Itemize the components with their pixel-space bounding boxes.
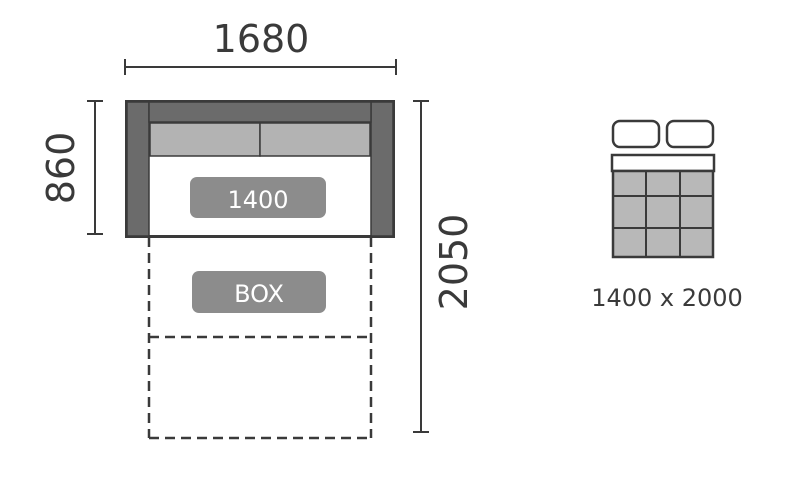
sofa-back-cushion-left [149,122,261,157]
box-label: BOX [234,280,284,308]
bed-icon-pillow-right [665,119,715,149]
bed-icon-mattress [611,169,715,259]
sofa-left-armrest [126,101,150,237]
depth-dimension: 860 [39,100,103,235]
length-dimension: 2050 [413,100,476,433]
mattress-label-badge [190,177,326,218]
depth-dimension-label: 860 [39,132,83,205]
sofa-right-armrest [370,101,394,237]
bed-icon [610,119,716,259]
mattress-label: 1400 [227,186,288,214]
sofa-back-cushion-right [259,122,371,157]
bed-size-caption: 1400 x 2000 [591,284,743,312]
sofa-top-view: 1400 [125,100,395,238]
bed-icon-headband [610,153,716,173]
length-dimension-label: 2050 [432,214,476,311]
box-label-badge [192,271,326,313]
extended-bed-outline: BOX [147,237,373,440]
width-dimension: 1680 [124,17,397,75]
sofa-backrest [148,101,372,123]
bed-icon-pillow-left [611,119,661,149]
width-dimension-label: 1680 [213,17,310,61]
